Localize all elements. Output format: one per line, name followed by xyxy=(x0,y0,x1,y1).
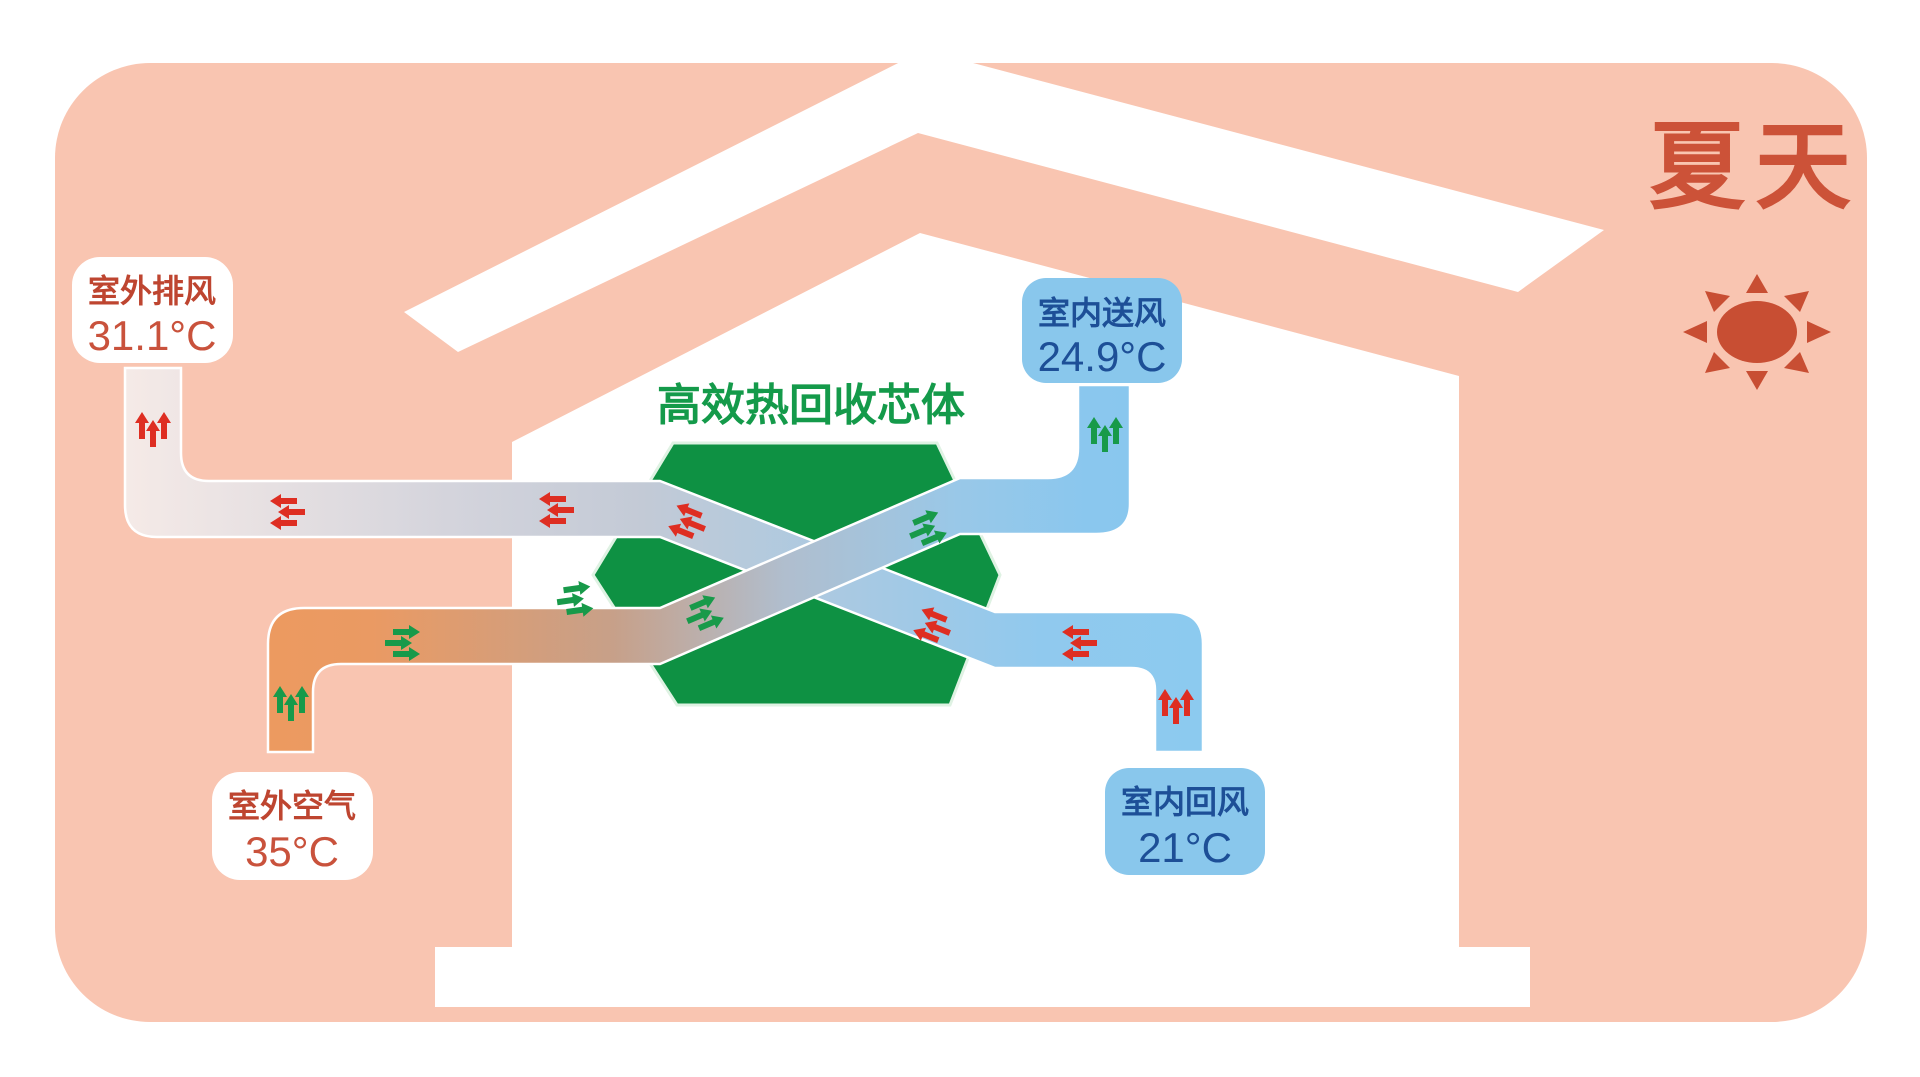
exhaust-air-duct xyxy=(123,366,1205,754)
outdoor-exhaust-label: 室外排风 31.1°C xyxy=(72,257,233,363)
house-roof xyxy=(404,50,1604,352)
sun-ray-nw xyxy=(1705,291,1730,312)
indoor-return-label: 室内回风 21°C xyxy=(1105,768,1265,875)
sun-ray-se xyxy=(1784,352,1809,373)
indoor-supply-temp: 24.9°C xyxy=(1038,333,1167,380)
core-title: 高效热回收芯体 xyxy=(657,381,965,430)
sun-ray-w xyxy=(1683,321,1707,343)
outdoor-exhaust-temp: 31.1°C xyxy=(88,312,217,359)
indoor-return-box xyxy=(1105,768,1265,875)
season-title: 夏天 xyxy=(1649,114,1861,221)
sun-ray-sw xyxy=(1705,352,1730,373)
sun-body xyxy=(1717,301,1797,363)
indoor-return-temp: 21°C xyxy=(1138,824,1232,871)
outdoor-air-box xyxy=(212,772,373,880)
indoor-supply-label: 室内送风 24.9°C xyxy=(1022,278,1182,383)
outdoor-air-label: 室外空气 35°C xyxy=(212,772,373,880)
sun-ray-e xyxy=(1807,321,1831,343)
outdoor-air-temp: 35°C xyxy=(245,828,339,875)
sun-icon xyxy=(1683,274,1831,390)
sun-ray-n xyxy=(1746,274,1768,293)
outdoor-exhaust-name: 室外排风 xyxy=(88,273,216,309)
indoor-supply-box xyxy=(1022,278,1182,383)
indoor-supply-name: 室内送风 xyxy=(1038,295,1166,331)
indoor-return-name: 室内回风 xyxy=(1121,784,1249,820)
fresh-air-duct xyxy=(266,383,1132,754)
sun-ray-ne xyxy=(1784,291,1809,312)
sun-ray-s xyxy=(1746,371,1768,390)
outdoor-exhaust-box xyxy=(72,257,233,363)
outdoor-air-name: 室外空气 xyxy=(228,788,356,824)
